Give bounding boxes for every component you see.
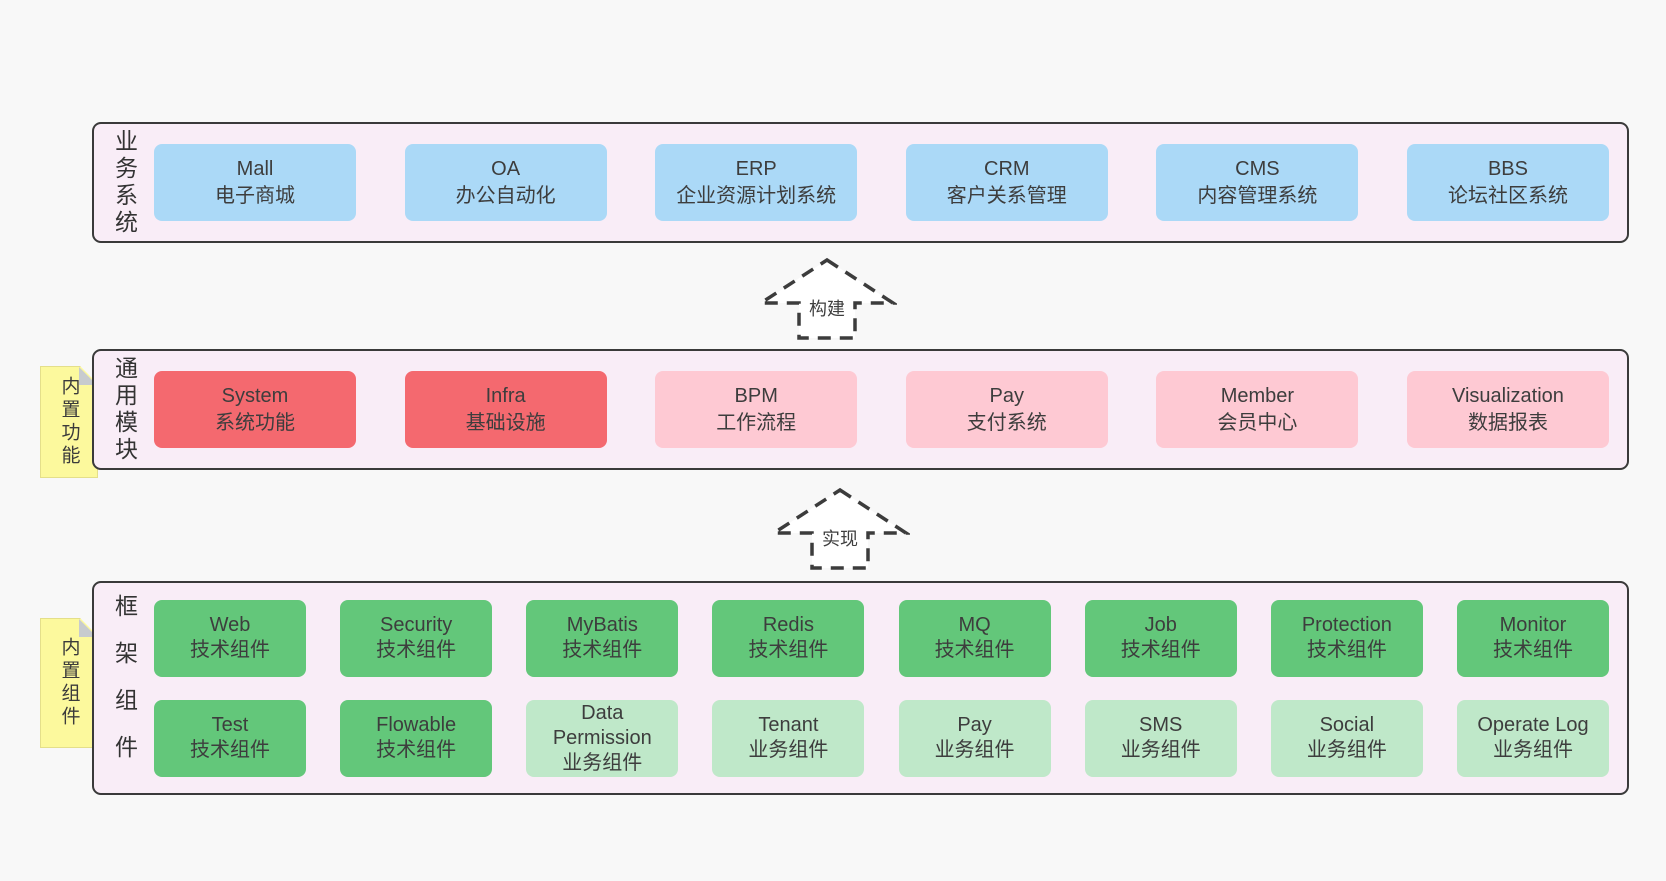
band-label-business-systems: 业务系统 [111,128,138,237]
band-label-gutter: 业务系统 [94,124,154,241]
box-oa: OA 办公自动化 [404,144,607,221]
box-web: Web 技术组件 [154,599,306,677]
band-label-framework-components: 框架组件 [111,594,138,782]
box-pay-business: Pay 业务组件 [898,699,1051,777]
box-test: Test 技术组件 [154,699,306,777]
sticky-note-label: 内置功能 [58,376,80,468]
box-protection: Protection 技术组件 [1270,599,1423,677]
box-visualization: Visualization 数据报表 [1406,371,1609,448]
sticky-note-builtin-features: 内置功能 [40,366,98,478]
implement-arrow-label: 实现 [822,529,858,549]
box-redis: Redis 技术组件 [712,599,865,677]
band-framework-components: 框架组件 Web 技术组件 Security 技术组件 MyBatis 技术组件… [92,581,1629,795]
box-mq: MQ 技术组件 [898,599,1051,677]
box-infra: Infra 基础设施 [404,371,607,448]
box-operate-log: Operate Log 业务组件 [1456,699,1609,777]
box-data-permission: Data Permission 业务组件 [526,699,679,777]
build-arrow-label: 构建 [809,299,845,319]
box-member: Member 会员中心 [1156,371,1359,448]
box-pay: Pay 支付系统 [905,371,1108,448]
box-monitor: Monitor 技术组件 [1456,599,1609,677]
implement-arrow-icon: 实现 [770,487,910,570]
box-mybatis: MyBatis 技术组件 [526,599,679,677]
box-social: Social 业务组件 [1270,699,1423,777]
sticky-note-label: 内置组件 [58,637,80,729]
sticky-note-builtin-components: 内置组件 [40,618,98,748]
box-sms: SMS 业务组件 [1084,699,1237,777]
box-crm: CRM 客户关系管理 [905,144,1108,221]
band-label-gutter: 通用模块 [94,351,154,468]
box-security: Security 技术组件 [340,599,493,677]
box-mall: Mall 电子商城 [154,144,356,221]
box-erp: ERP 企业资源计划系统 [655,144,858,221]
band-common-modules: 通用模块 System 系统功能 Infra 基础设施 BPM 工作流程 Pay [92,349,1629,470]
box-bbs: BBS 论坛社区系统 [1406,144,1609,221]
box-bpm: BPM 工作流程 [655,371,858,448]
box-flowable: Flowable 技术组件 [340,699,493,777]
box-tenant: Tenant 业务组件 [712,699,865,777]
box-job: Job 技术组件 [1084,599,1237,677]
build-arrow-icon: 构建 [757,257,897,340]
band-label-common-modules: 通用模块 [111,355,138,464]
band-label-gutter: 框架组件 [94,583,154,793]
box-system: System 系统功能 [154,371,356,448]
band-business-systems: 业务系统 Mall 电子商城 OA 办公自动化 ERP 企业资源计划系统 CRM [92,122,1629,243]
box-cms: CMS 内容管理系统 [1156,144,1359,221]
